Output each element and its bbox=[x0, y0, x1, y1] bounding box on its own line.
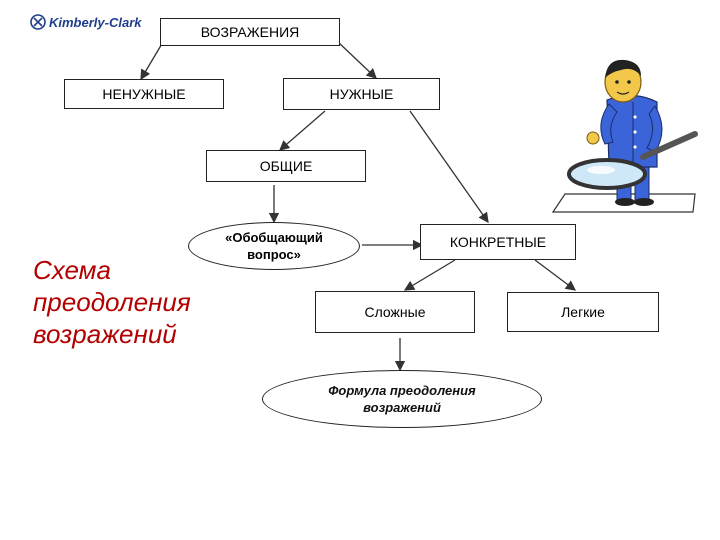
node-general: ОБЩИЕ bbox=[206, 150, 366, 182]
node-easy: Легкие bbox=[507, 292, 659, 332]
node-complex-label: Сложные bbox=[364, 304, 426, 320]
title-line-3: возражений bbox=[33, 319, 177, 349]
node-generalizing-question: «Обобщающий вопрос» bbox=[188, 222, 360, 270]
kimberly-clark-logo-icon bbox=[30, 14, 46, 30]
node-specific: КОНКРЕТНЫЕ bbox=[420, 224, 576, 260]
node-easy-label: Легкие bbox=[561, 304, 605, 320]
node-complex: Сложные bbox=[315, 291, 475, 333]
node-formula-label: Формула преодоления возражений bbox=[328, 383, 476, 415]
arrow-specific-complex bbox=[403, 259, 456, 291]
node-formula: Формула преодоления возражений bbox=[262, 370, 542, 428]
node-unneeded-label: НЕНУЖНЫЕ bbox=[102, 86, 186, 102]
slide-title: Схема преодоления возражений bbox=[33, 254, 191, 350]
arrow-objections-needed bbox=[337, 41, 377, 79]
title-line-1: Схема bbox=[33, 255, 111, 285]
node-objections: ВОЗРАЖЕНИЯ bbox=[160, 18, 340, 46]
node-general-label: ОБЩИЕ bbox=[259, 158, 313, 174]
title-line-2: преодоления bbox=[33, 287, 191, 317]
arrow-needed-general bbox=[279, 110, 326, 151]
node-specific-label: КОНКРЕТНЫЕ bbox=[449, 234, 547, 250]
node-needed-label: НУЖНЫЕ bbox=[329, 86, 394, 102]
arrow-needed-specific bbox=[409, 110, 489, 224]
node-generalizing-question-label: «Обобщающий вопрос» bbox=[225, 230, 323, 262]
company-logo: Kimberly-Clark bbox=[30, 14, 141, 30]
arrow-specific-easy bbox=[534, 259, 577, 291]
arrow-objections-unneeded bbox=[140, 41, 164, 81]
node-unneeded: НЕНУЖНЫЕ bbox=[64, 79, 224, 109]
man-with-magnifying-glass-icon bbox=[551, 59, 698, 213]
node-objections-label: ВОЗРАЖЕНИЯ bbox=[200, 24, 300, 40]
node-needed: НУЖНЫЕ bbox=[283, 78, 440, 110]
logo-text: Kimberly-Clark bbox=[49, 14, 142, 30]
